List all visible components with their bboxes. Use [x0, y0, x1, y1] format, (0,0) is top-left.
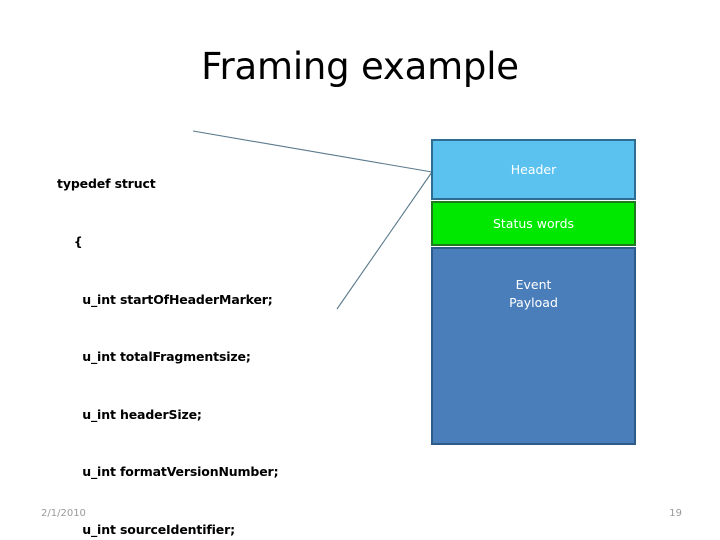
frame-box-event-payload-label-line1: Event	[515, 277, 552, 292]
code-line: typedef struct	[57, 176, 156, 192]
code-line: u_int startOfHeaderMarker;	[57, 291, 273, 307]
code-line: {	[57, 234, 83, 250]
code-listing: typedef struct { u_int startOfHeaderMark…	[57, 136, 387, 540]
frame-box-header: Header	[431, 139, 636, 200]
frame-box-event-payload-label-line2: Payload	[509, 295, 558, 311]
code-line: u_int sourceIdentifier;	[57, 522, 235, 538]
code-line: u_int formatVersionNumber;	[57, 464, 279, 480]
footer-date: 2/1/2010	[41, 508, 86, 519]
frame-box-status-words: Status words	[431, 201, 636, 246]
page-title: Framing example	[201, 45, 519, 88]
code-line: u_int headerSize;	[57, 406, 202, 422]
code-line: u_int totalFragmentsize;	[57, 349, 251, 365]
footer-page-number: 19	[669, 508, 682, 519]
frame-box-event-payload: Event Payload	[431, 247, 636, 445]
frame-box-status-words-label: Status words	[492, 215, 575, 231]
frame-box-header-label: Header	[510, 161, 557, 177]
